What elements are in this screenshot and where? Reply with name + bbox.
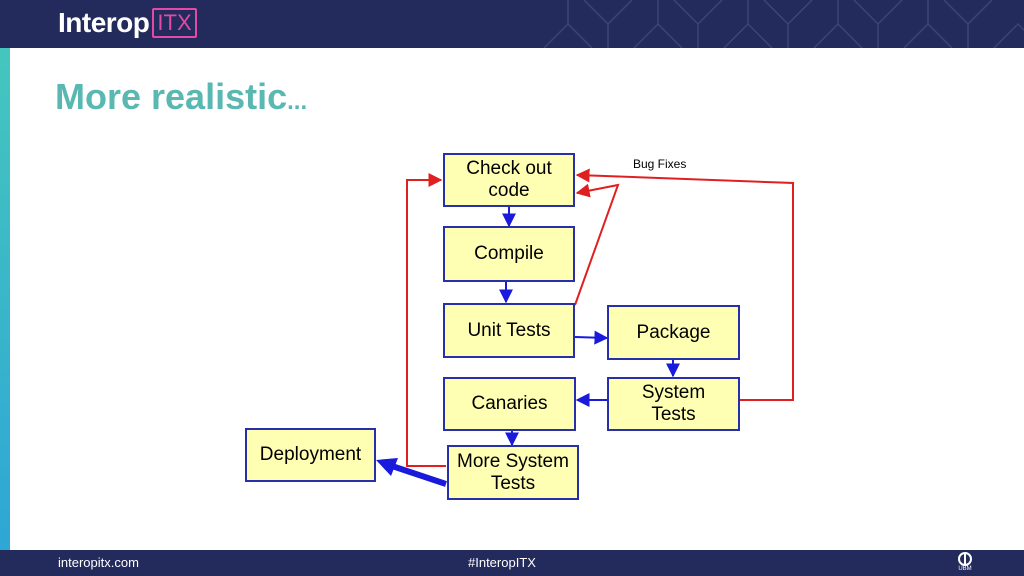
left-accent-stripe	[0, 48, 10, 550]
bug-fixes-label: Bug Fixes	[633, 157, 687, 171]
node-compile: Compile	[443, 226, 575, 282]
ubm-icon	[958, 552, 972, 566]
footer-url: interopitx.com	[58, 555, 139, 570]
arrow-unit-tests-to-package	[574, 330, 609, 345]
node-more-system-tests: More System Tests	[447, 445, 579, 500]
banner-pattern	[544, 0, 1024, 48]
node-deployment: Deployment	[245, 428, 376, 482]
footer-bar: interopitx.com #InteropITX UBM	[0, 550, 1024, 576]
logo-itx-badge: ITX	[152, 8, 197, 38]
logo-wordmark: Interop	[58, 7, 150, 38]
arrow-more-system-tests-to-deployment	[376, 458, 447, 487]
top-banner: Interop ITX	[0, 0, 1024, 48]
ubm-logo: UBM	[953, 552, 977, 574]
node-package: Package	[607, 305, 740, 360]
node-system-tests: System Tests	[607, 377, 740, 431]
node-canaries: Canaries	[443, 377, 576, 431]
bugfix-arrow-unit-tests	[574, 183, 620, 306]
interop-itx-logo: Interop ITX	[58, 7, 197, 39]
node-check-out-code: Check out code	[443, 153, 575, 207]
slide-title-text: More realistic	[55, 76, 288, 117]
ubm-label: UBM	[958, 566, 972, 572]
node-unit-tests: Unit Tests	[443, 303, 575, 358]
bugfix-arrow-system-tests	[575, 168, 794, 401]
footer-hashtag: #InteropITX	[468, 555, 536, 570]
slide-title: More realistic...	[55, 76, 307, 118]
bugfix-arrow-more-system-tests	[406, 173, 446, 467]
slide-title-ellipsis: ...	[287, 88, 308, 115]
